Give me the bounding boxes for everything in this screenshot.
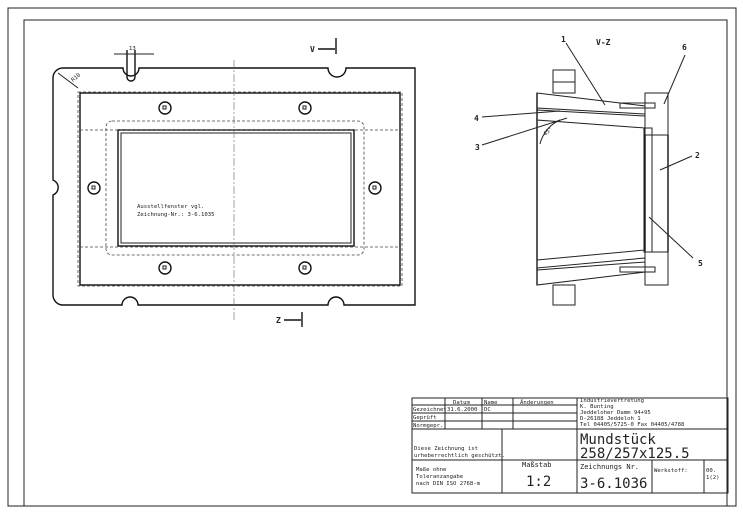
company-line: D-26188 Jeddeloh 1	[580, 416, 641, 422]
row-date-drawn: 31.6.2000	[447, 407, 477, 413]
section-view: 45° V-Z 1 2 3 4 5 6	[474, 35, 703, 306]
tolerance-line-2: Toleranzangabe	[416, 474, 464, 480]
callout-2: 2	[695, 151, 700, 160]
company-line: K. Bunting	[580, 404, 614, 410]
header-changes: Änderungen	[520, 399, 554, 406]
title-block: Datum Name Änderungen Gezeichnet 31.6.20…	[411, 397, 729, 494]
section-title: V-Z	[596, 38, 611, 47]
row-label-standard: Normgepr.	[413, 423, 443, 429]
screw	[619, 266, 656, 273]
drawing-number-label: Zeichnungs Nr.	[580, 463, 639, 471]
note-line-1: Ausstellfenster vgl.	[137, 204, 204, 210]
tolerance-line-3: nach DIN ISO 2768-m	[416, 481, 481, 487]
callout-4: 4	[474, 114, 479, 123]
mounting-holes	[87, 101, 382, 275]
callout-1: 1	[561, 35, 566, 44]
copyright-line-1: Diese Zeichnung ist	[414, 446, 478, 452]
row-label-drawn: Gezeichnet	[413, 407, 447, 413]
header-date: Datum	[453, 400, 470, 406]
material-label: Werkstoff:	[654, 468, 688, 474]
section-mark-v: V	[310, 45, 315, 54]
scale-value: 1:2	[526, 474, 551, 490]
dimension-radius-label: R10	[70, 72, 82, 83]
section-mark-z: Z	[276, 316, 281, 325]
row-name-drawn: DC	[484, 407, 491, 413]
part-size: 258/257x125.5	[580, 446, 690, 462]
company-line: Tel 04405/5725-0 Fax 04405/4788	[580, 422, 685, 428]
drawing-number: 3-6.1036	[580, 476, 647, 492]
callout-3: 3	[475, 143, 480, 152]
sheet-line-2: 1(2)	[706, 475, 719, 481]
frame-outline	[79, 92, 401, 286]
screw	[619, 102, 656, 109]
part-name: Mundstück	[580, 432, 656, 448]
tolerance-line-1: Maße ohne	[416, 467, 447, 473]
callout-5: 5	[698, 259, 703, 268]
inner-recess	[105, 120, 365, 256]
copyright-line-2: urheberrechtlich geschützt.	[414, 453, 505, 459]
plate-outline	[52, 67, 416, 306]
front-view: 13 R10 Ausstellfenster vgl. Zeichnung-Nr…	[52, 38, 416, 327]
dimension-width-label: 13	[129, 46, 136, 52]
header-name: Name	[484, 400, 498, 406]
company-line: Jeddeloher Damm 94+95	[580, 410, 651, 416]
row-label-checked: Geprüft	[413, 415, 437, 421]
company-line: Industrievertretung	[580, 398, 644, 404]
note-line-2: Zeichnung-Nr.: 3-6.1035	[137, 212, 214, 218]
angle-label: 45°	[542, 126, 554, 137]
scale-label: Maßstab	[522, 461, 552, 469]
window-opening	[117, 129, 355, 247]
callout-6: 6	[682, 43, 687, 52]
drawing-frame	[23, 19, 728, 507]
slot	[126, 50, 136, 82]
sheet-line-1: 00.	[706, 468, 716, 474]
